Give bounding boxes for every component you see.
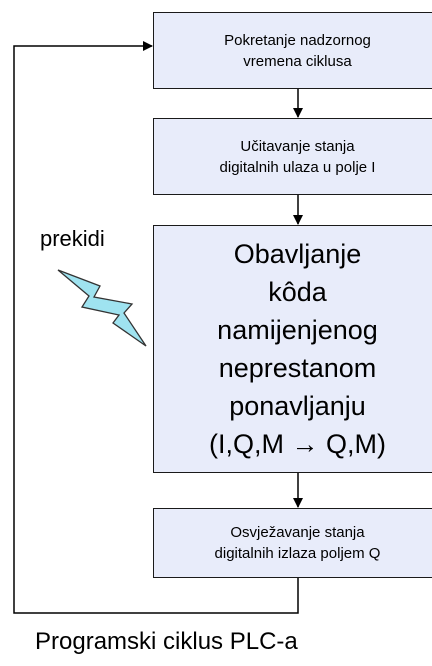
step-read-inputs-box: Učitavanje stanja digitalnih ulaza u pol… — [153, 118, 432, 195]
step-execute-code-text: Obavljanje kôda namijenjenog neprestanom… — [209, 239, 386, 459]
step-update-outputs-box: Osvježavanje stanja digitalnih izlaza po… — [153, 508, 432, 578]
step-start-watchdog-text: Pokretanje nadzornog vremena ciklusa — [224, 31, 371, 70]
diagram-caption: Programski ciklus PLC-a — [35, 628, 298, 655]
feedback-loop-arrow — [13, 41, 299, 614]
lightning-bolt-icon — [57, 269, 147, 347]
step-read-inputs-text: Učitavanje stanja digitalnih ulaza u pol… — [219, 137, 376, 176]
step-execute-code-box: Obavljanje kôda namijenjenog neprestanom… — [153, 225, 432, 473]
step-update-outputs-text: Osvježavanje stanja digitalnih izlaza po… — [214, 524, 381, 562]
step-start-watchdog-box: Pokretanje nadzornog vremena ciklusa — [153, 12, 432, 89]
interrupts-label: prekidi — [40, 226, 105, 251]
